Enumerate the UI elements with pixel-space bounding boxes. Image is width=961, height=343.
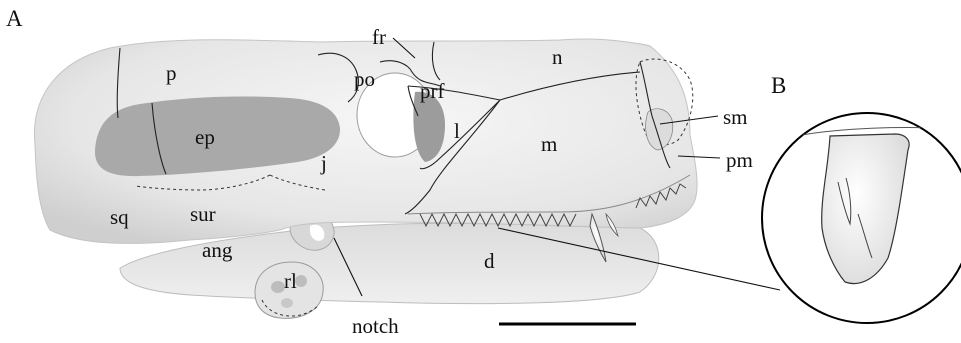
label-prf: prf [420, 79, 445, 103]
label-po: po [354, 67, 375, 91]
label-j: j [320, 151, 327, 175]
panel-label-a: A [6, 6, 23, 31]
label-ep: ep [195, 125, 215, 149]
label-p: p [166, 61, 177, 85]
panel-label-b: B [771, 73, 786, 98]
label-d: d [484, 249, 495, 273]
panel-b-tooth-detail [762, 113, 961, 323]
label-sq: sq [110, 205, 129, 229]
label-rl: rl [284, 269, 297, 293]
label-l: l [454, 119, 460, 143]
label-sur: sur [190, 202, 216, 226]
label-fr: fr [372, 25, 386, 49]
label-pm: pm [726, 148, 753, 172]
label-ang: ang [202, 238, 233, 262]
label-m: m [541, 132, 557, 156]
label-n: n [552, 45, 563, 69]
label-sm: sm [723, 105, 748, 129]
label-notch: notch [352, 314, 399, 338]
